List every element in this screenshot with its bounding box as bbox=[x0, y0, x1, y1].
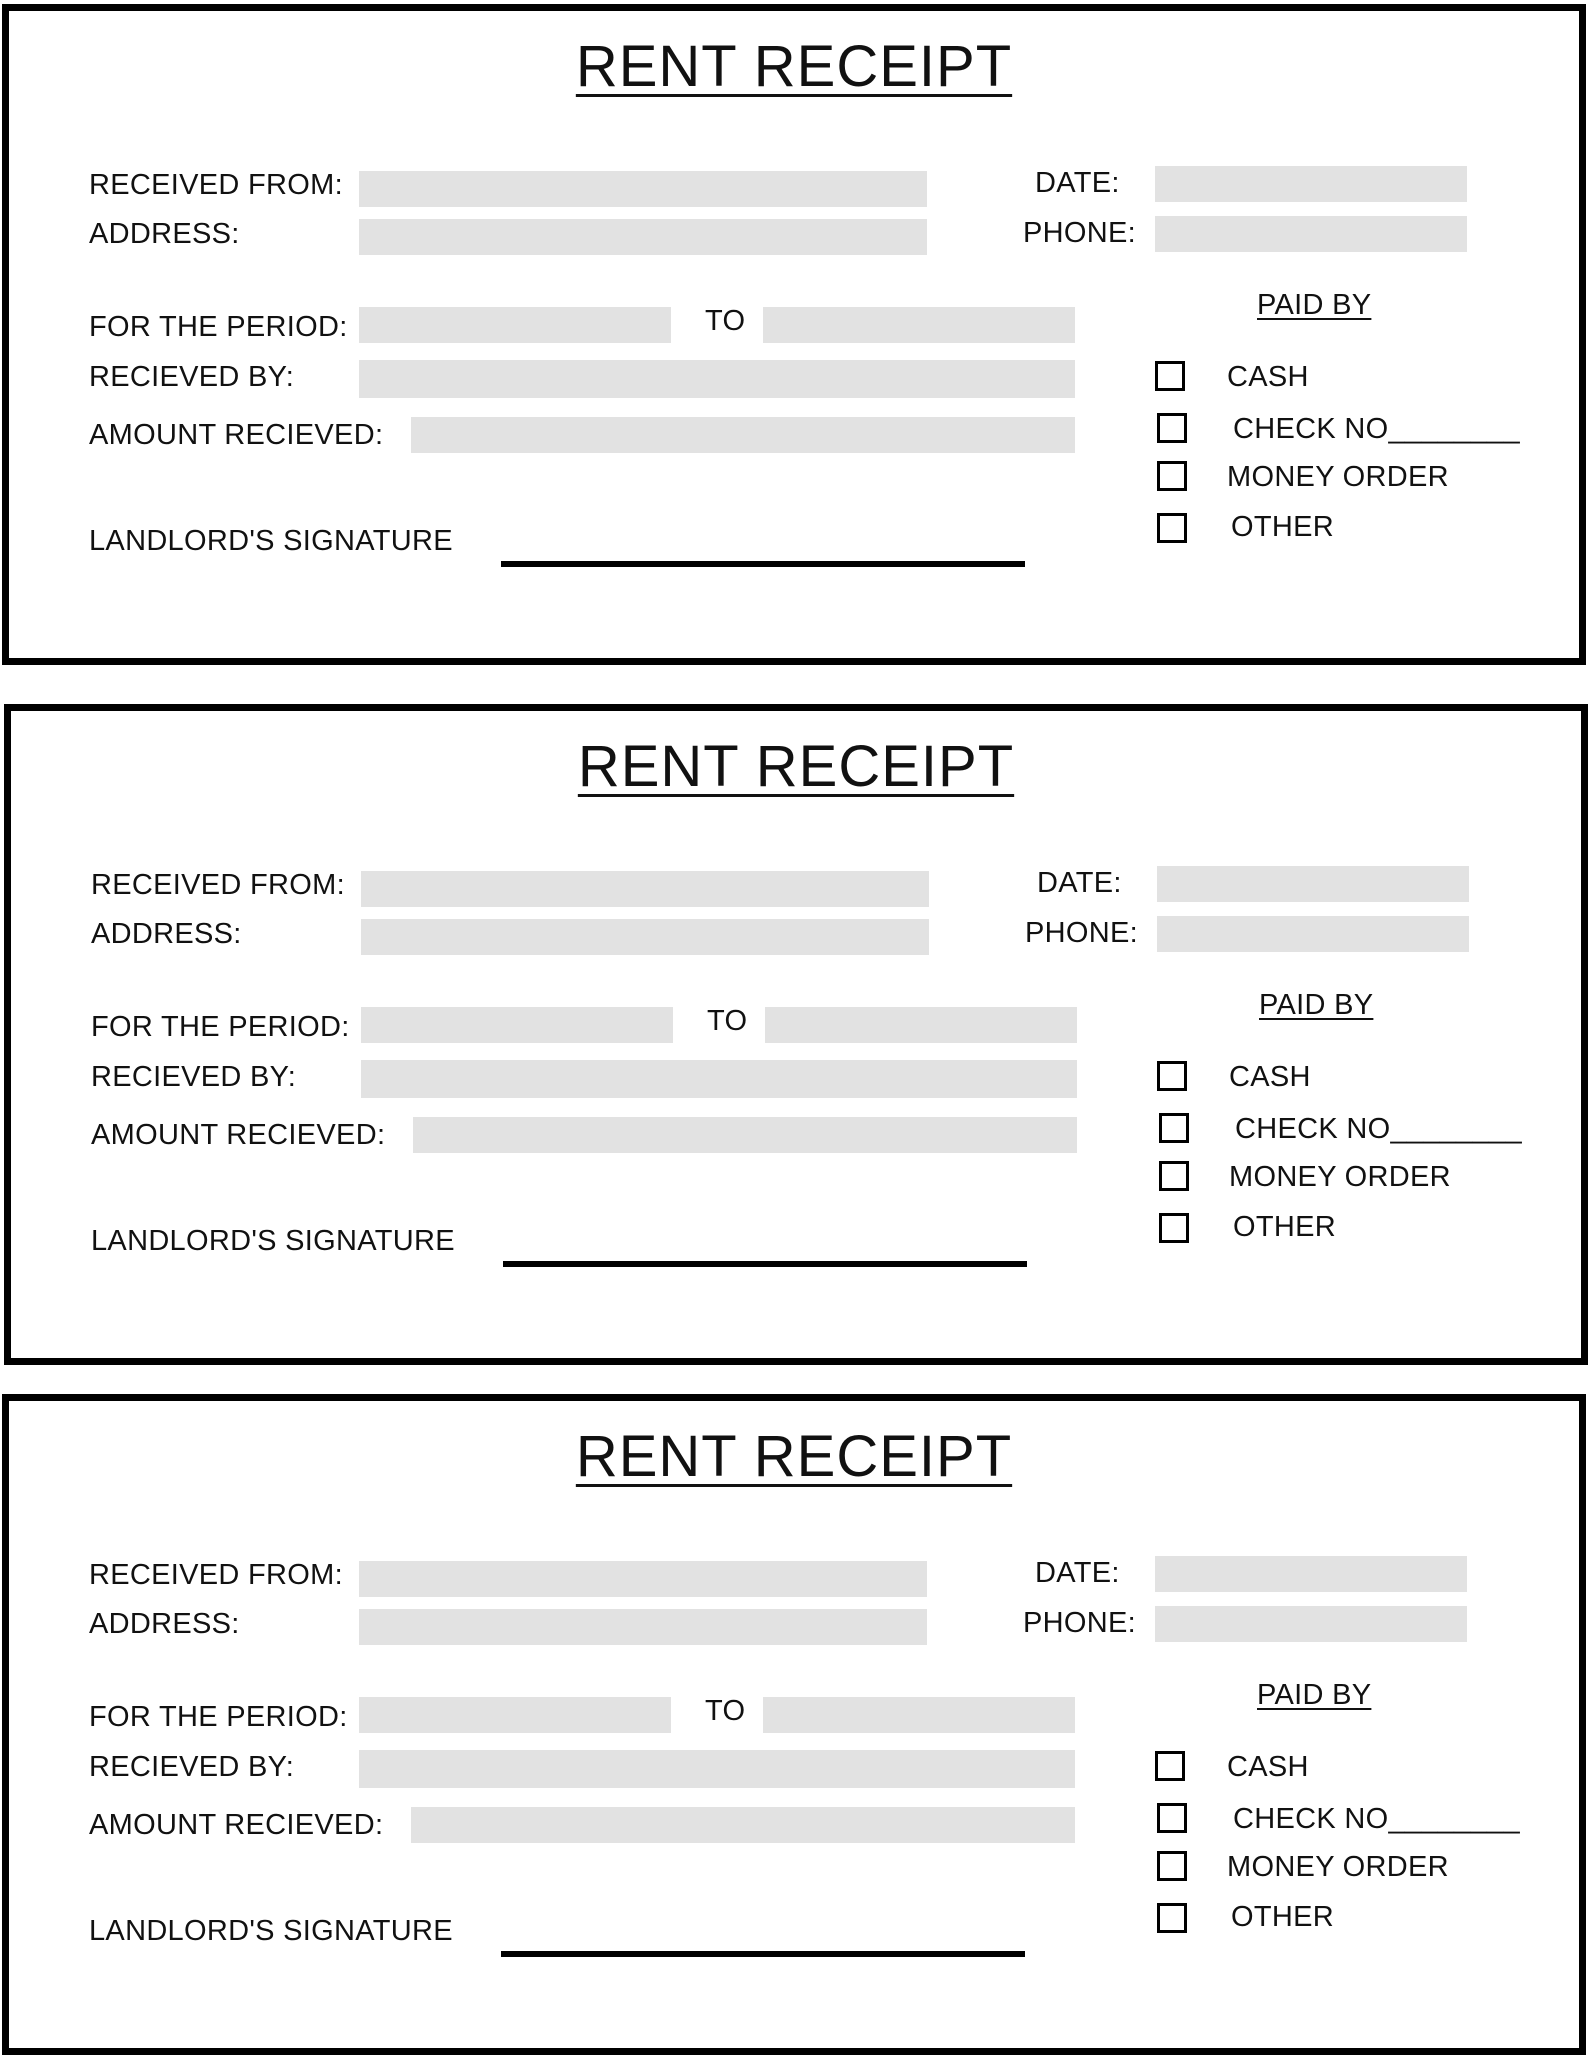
money-order-option-label: MONEY ORDER bbox=[1227, 1851, 1449, 1883]
phone-label: PHONE: bbox=[1023, 1607, 1136, 1639]
period-start-field[interactable] bbox=[361, 1007, 673, 1043]
cash-checkbox[interactable] bbox=[1157, 1061, 1187, 1091]
phone-field[interactable] bbox=[1157, 916, 1469, 952]
other-option-label: OTHER bbox=[1231, 511, 1334, 543]
received-by-label: RECIEVED BY: bbox=[89, 361, 295, 393]
paid-by-label: PAID BY bbox=[1257, 289, 1372, 321]
address-field[interactable] bbox=[361, 919, 929, 955]
received-by-field[interactable] bbox=[359, 360, 1075, 398]
rent-receipt-3: RENT RECEIPT RECEIVED FROM: ADDRESS: DAT… bbox=[2, 1394, 1586, 2055]
other-option-label: OTHER bbox=[1233, 1211, 1336, 1243]
cash-option-label: CASH bbox=[1227, 1751, 1309, 1783]
signature-label: LANDLORD'S SIGNATURE bbox=[91, 1225, 455, 1257]
date-label: DATE: bbox=[1035, 167, 1120, 199]
date-label: DATE: bbox=[1037, 867, 1122, 899]
address-field[interactable] bbox=[359, 219, 927, 255]
amount-label: AMOUNT RECIEVED: bbox=[91, 1119, 386, 1151]
amount-label: AMOUNT RECIEVED: bbox=[89, 419, 384, 451]
cash-option-label: CASH bbox=[1227, 361, 1309, 393]
received-from-field[interactable] bbox=[359, 1561, 927, 1597]
received-by-label: RECIEVED BY: bbox=[91, 1061, 297, 1093]
period-end-field[interactable] bbox=[763, 307, 1075, 343]
rent-receipt-1: RENT RECEIPT RECEIVED FROM: ADDRESS: DAT… bbox=[2, 4, 1586, 665]
phone-field[interactable] bbox=[1155, 216, 1467, 252]
signature-line[interactable] bbox=[503, 1261, 1027, 1267]
received-by-field[interactable] bbox=[361, 1060, 1077, 1098]
period-start-field[interactable] bbox=[359, 1697, 671, 1733]
paid-by-label: PAID BY bbox=[1257, 1679, 1372, 1711]
receipt-title: RENT RECEIPT bbox=[9, 33, 1579, 100]
receipt-title-text: RENT RECEIPT bbox=[575, 34, 1013, 99]
received-from-label: RECEIVED FROM: bbox=[89, 1559, 343, 1591]
amount-label: AMOUNT RECIEVED: bbox=[89, 1809, 384, 1841]
rent-receipt-2: RENT RECEIPT RECEIVED FROM: ADDRESS: DAT… bbox=[4, 704, 1588, 1365]
other-checkbox[interactable] bbox=[1157, 1903, 1187, 1933]
received-by-label: RECIEVED BY: bbox=[89, 1751, 295, 1783]
to-label: TO bbox=[705, 1695, 746, 1727]
money-order-checkbox[interactable] bbox=[1157, 461, 1187, 491]
check-checkbox[interactable] bbox=[1157, 413, 1187, 443]
period-end-field[interactable] bbox=[763, 1697, 1075, 1733]
phone-label: PHONE: bbox=[1023, 217, 1136, 249]
signature-label: LANDLORD'S SIGNATURE bbox=[89, 1915, 453, 1947]
phone-label: PHONE: bbox=[1025, 917, 1138, 949]
signature-line[interactable] bbox=[501, 1951, 1025, 1957]
other-checkbox[interactable] bbox=[1159, 1213, 1189, 1243]
address-label: ADDRESS: bbox=[91, 918, 242, 950]
cash-checkbox[interactable] bbox=[1155, 1751, 1185, 1781]
receipt-title-text: RENT RECEIPT bbox=[575, 1424, 1013, 1489]
amount-field[interactable] bbox=[413, 1117, 1077, 1153]
cash-checkbox[interactable] bbox=[1155, 361, 1185, 391]
period-label: FOR THE PERIOD: bbox=[89, 311, 348, 343]
period-start-field[interactable] bbox=[359, 307, 671, 343]
other-option-label: OTHER bbox=[1231, 1901, 1334, 1933]
money-order-checkbox[interactable] bbox=[1159, 1161, 1189, 1191]
money-order-checkbox[interactable] bbox=[1157, 1851, 1187, 1881]
received-from-field[interactable] bbox=[361, 871, 929, 907]
period-end-field[interactable] bbox=[765, 1007, 1077, 1043]
receipt-title: RENT RECEIPT bbox=[11, 733, 1581, 800]
period-label: FOR THE PERIOD: bbox=[89, 1701, 348, 1733]
amount-field[interactable] bbox=[411, 417, 1075, 453]
address-label: ADDRESS: bbox=[89, 1608, 240, 1640]
check-checkbox[interactable] bbox=[1157, 1803, 1187, 1833]
receipt-title: RENT RECEIPT bbox=[9, 1423, 1579, 1490]
received-by-field[interactable] bbox=[359, 1750, 1075, 1788]
paid-by-label: PAID BY bbox=[1259, 989, 1374, 1021]
check-option-label: CHECK NO________ bbox=[1233, 413, 1520, 445]
date-label: DATE: bbox=[1035, 1557, 1120, 1589]
to-label: TO bbox=[705, 305, 746, 337]
date-field[interactable] bbox=[1157, 866, 1469, 902]
date-field[interactable] bbox=[1155, 166, 1467, 202]
to-label: TO bbox=[707, 1005, 748, 1037]
received-from-field[interactable] bbox=[359, 171, 927, 207]
other-checkbox[interactable] bbox=[1157, 513, 1187, 543]
date-field[interactable] bbox=[1155, 1556, 1467, 1592]
cash-option-label: CASH bbox=[1229, 1061, 1311, 1093]
received-from-label: RECEIVED FROM: bbox=[89, 169, 343, 201]
receipt-title-text: RENT RECEIPT bbox=[577, 734, 1015, 799]
signature-label: LANDLORD'S SIGNATURE bbox=[89, 525, 453, 557]
period-label: FOR THE PERIOD: bbox=[91, 1011, 350, 1043]
money-order-option-label: MONEY ORDER bbox=[1227, 461, 1449, 493]
money-order-option-label: MONEY ORDER bbox=[1229, 1161, 1451, 1193]
address-label: ADDRESS: bbox=[89, 218, 240, 250]
check-option-label: CHECK NO________ bbox=[1235, 1113, 1522, 1145]
received-from-label: RECEIVED FROM: bbox=[91, 869, 345, 901]
check-checkbox[interactable] bbox=[1159, 1113, 1189, 1143]
signature-line[interactable] bbox=[501, 561, 1025, 567]
amount-field[interactable] bbox=[411, 1807, 1075, 1843]
address-field[interactable] bbox=[359, 1609, 927, 1645]
phone-field[interactable] bbox=[1155, 1606, 1467, 1642]
check-option-label: CHECK NO________ bbox=[1233, 1803, 1520, 1835]
